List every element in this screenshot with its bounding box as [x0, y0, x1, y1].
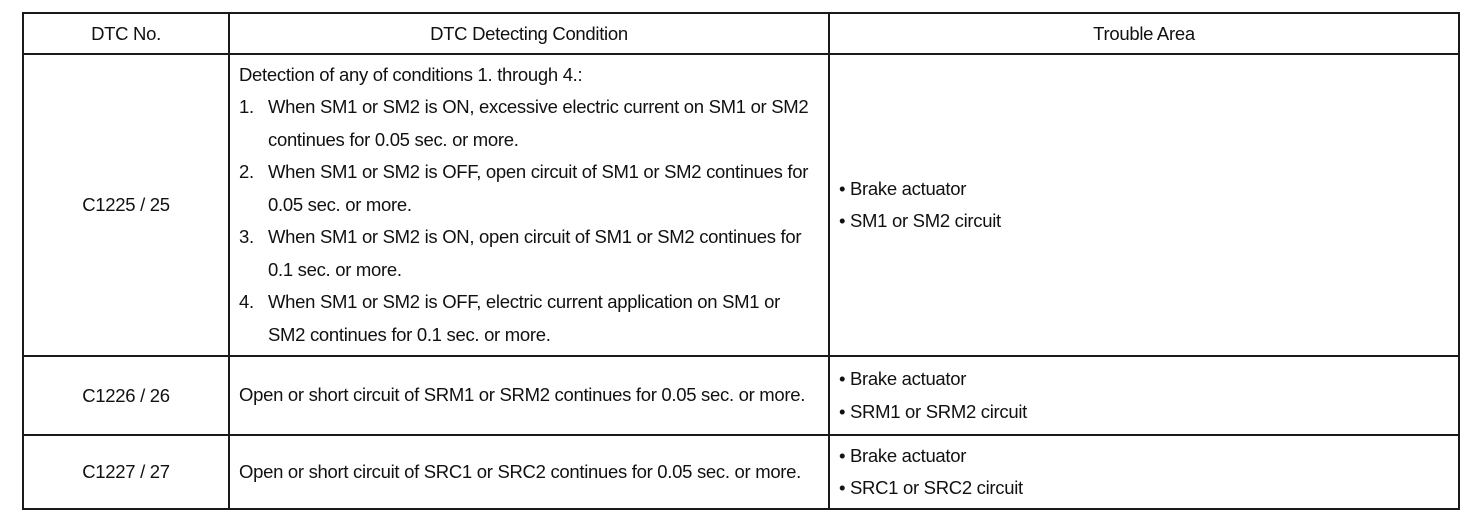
trouble-area-item: •SRC1 or SRC2 circuit — [839, 472, 1458, 505]
trouble-area-text: SM1 or SM2 circuit — [850, 210, 1001, 231]
condition-number: 1. — [239, 96, 254, 118]
dtc-code-cell: C1225 / 25 — [22, 53, 230, 357]
trouble-area-text: SRM1 or SRM2 circuit — [850, 400, 1027, 422]
trouble-area-item: •Brake actuator — [839, 440, 1458, 473]
dtc-code-cell: C1226 / 26 — [22, 355, 230, 436]
condition-item: 4. When SM1 or SM2 is OFF, electric curr… — [239, 286, 820, 351]
condition-number: 4. — [239, 291, 254, 313]
trouble-area-text: Brake actuator — [850, 368, 967, 389]
condition-intro: Detection of any of conditions 1. throug… — [239, 63, 583, 85]
condition-cell: Open or short circuit of SRC1 or SRC2 co… — [228, 434, 830, 510]
header-trouble-area: Trouble Area — [828, 12, 1460, 55]
dtc-table: DTC No. DTC Detecting Condition Trouble … — [22, 12, 1460, 510]
header-dtc-no: DTC No. — [22, 12, 230, 55]
condition-text: When SM1 or SM2 is ON, open circuit of S… — [268, 226, 802, 280]
trouble-area-text: Brake actuator — [850, 177, 967, 199]
bullet-icon: • — [839, 477, 846, 498]
trouble-area-item: •SRM1 or SRM2 circuit — [839, 396, 1458, 429]
bullet-icon: • — [839, 444, 846, 466]
trouble-area-item: •Brake actuator — [839, 173, 1458, 206]
condition-item: 3. When SM1 or SM2 is ON, open circuit o… — [239, 221, 820, 286]
trouble-area-cell: •Brake actuator •SRC1 or SRC2 circuit — [828, 434, 1460, 510]
trouble-area-text: Brake actuator — [850, 444, 967, 466]
condition-list: 1. When SM1 or SM2 is ON, excessive elec… — [239, 91, 820, 351]
bullet-icon: • — [839, 177, 846, 199]
condition-text: When SM1 or SM2 is OFF, open circuit of … — [268, 161, 809, 215]
trouble-area-item: •Brake actuator — [839, 363, 1458, 396]
trouble-area-text: SRC1 or SRC2 circuit — [850, 477, 1023, 498]
condition-item: 1. When SM1 or SM2 is ON, excessive elec… — [239, 91, 820, 156]
header-row: DTC No. DTC Detecting Condition Trouble … — [22, 12, 1460, 55]
condition-text: When SM1 or SM2 is OFF, electric current… — [268, 291, 780, 345]
bullet-icon: • — [839, 368, 846, 389]
condition-number: 3. — [239, 226, 254, 248]
header-detecting-condition: DTC Detecting Condition — [228, 12, 830, 55]
table-row: C1227 / 27 Open or short circuit of SRC1… — [22, 434, 1460, 510]
trouble-area-cell: •Brake actuator •SRM1 or SRM2 circuit — [828, 355, 1460, 436]
table-row: C1225 / 25 Detection of any of condition… — [22, 53, 1460, 357]
trouble-area-item: •SM1 or SM2 circuit — [839, 205, 1458, 238]
bullet-icon: • — [839, 400, 846, 422]
dtc-code-cell: C1227 / 27 — [22, 434, 230, 510]
condition-text: When SM1 or SM2 is ON, excessive electri… — [268, 96, 809, 150]
condition-number: 2. — [239, 161, 254, 183]
trouble-area-cell: •Brake actuator •SM1 or SM2 circuit — [828, 53, 1460, 357]
condition-item: 2. When SM1 or SM2 is OFF, open circuit … — [239, 156, 820, 221]
table-row: C1226 / 26 Open or short circuit of SRM1… — [22, 355, 1460, 436]
condition-cell: Detection of any of conditions 1. throug… — [228, 53, 830, 357]
bullet-icon: • — [839, 210, 846, 231]
condition-cell: Open or short circuit of SRM1 or SRM2 co… — [228, 355, 830, 436]
